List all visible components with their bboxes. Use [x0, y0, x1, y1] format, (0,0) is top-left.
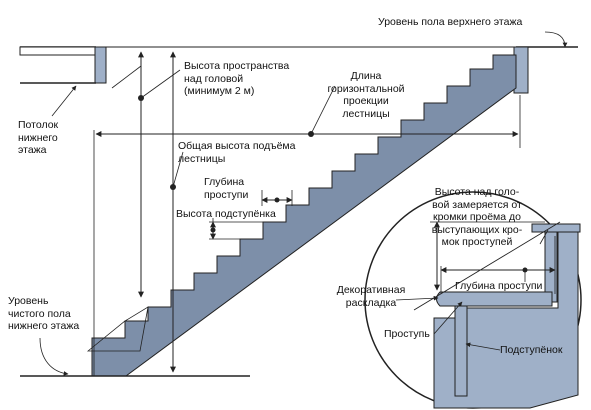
horizontal-projection-label: Длина горизонтальной проекции лестницы [327, 70, 405, 120]
total-rise-leader [172, 151, 184, 188]
finished-floor-lower-label: Уровень чистого пола нижнего этажа [8, 295, 80, 332]
measure-note-leader [539, 229, 549, 245]
riser-leader-detail [465, 342, 501, 351]
upper-floor-leader [544, 31, 568, 48]
lower-ceiling-leader [51, 85, 77, 117]
tread-leader [433, 301, 463, 335]
riser-height-label: Высота подступёнка [176, 208, 276, 220]
headroom-leader [140, 69, 181, 99]
tread-depth-dot [274, 197, 280, 203]
riser-label: Подступёнок [500, 344, 563, 356]
slab-edge-diagonal [111, 65, 142, 89]
slab-edge-beam [94, 46, 107, 84]
bottom-step-outline [86, 306, 149, 352]
tread-depth-label: Глубина проступи [204, 176, 249, 201]
upper-slab-left [19, 46, 97, 56]
projection-leader [310, 85, 336, 135]
headroom-height-label: Высота пространства над головой (минимум… [184, 60, 290, 97]
lower-ceiling-label: Потолок нижнего этажа [18, 119, 59, 156]
headroom-measure-note: Высота над голо- вой замеряется от кромк… [431, 186, 523, 248]
total-rise-label: Общая высота подъёма лестницы [178, 140, 296, 165]
tread-label: Проступь [384, 328, 430, 340]
detail-tread-depth-label: Глубина проступи [455, 280, 543, 292]
nosing-trim-label: Декоративная раскладка [336, 284, 406, 309]
nosing-leader [395, 295, 439, 301]
finished-floor-leader [39, 337, 69, 376]
upper-floor-level-label: Уровень пола верхнего этажа [378, 16, 523, 28]
